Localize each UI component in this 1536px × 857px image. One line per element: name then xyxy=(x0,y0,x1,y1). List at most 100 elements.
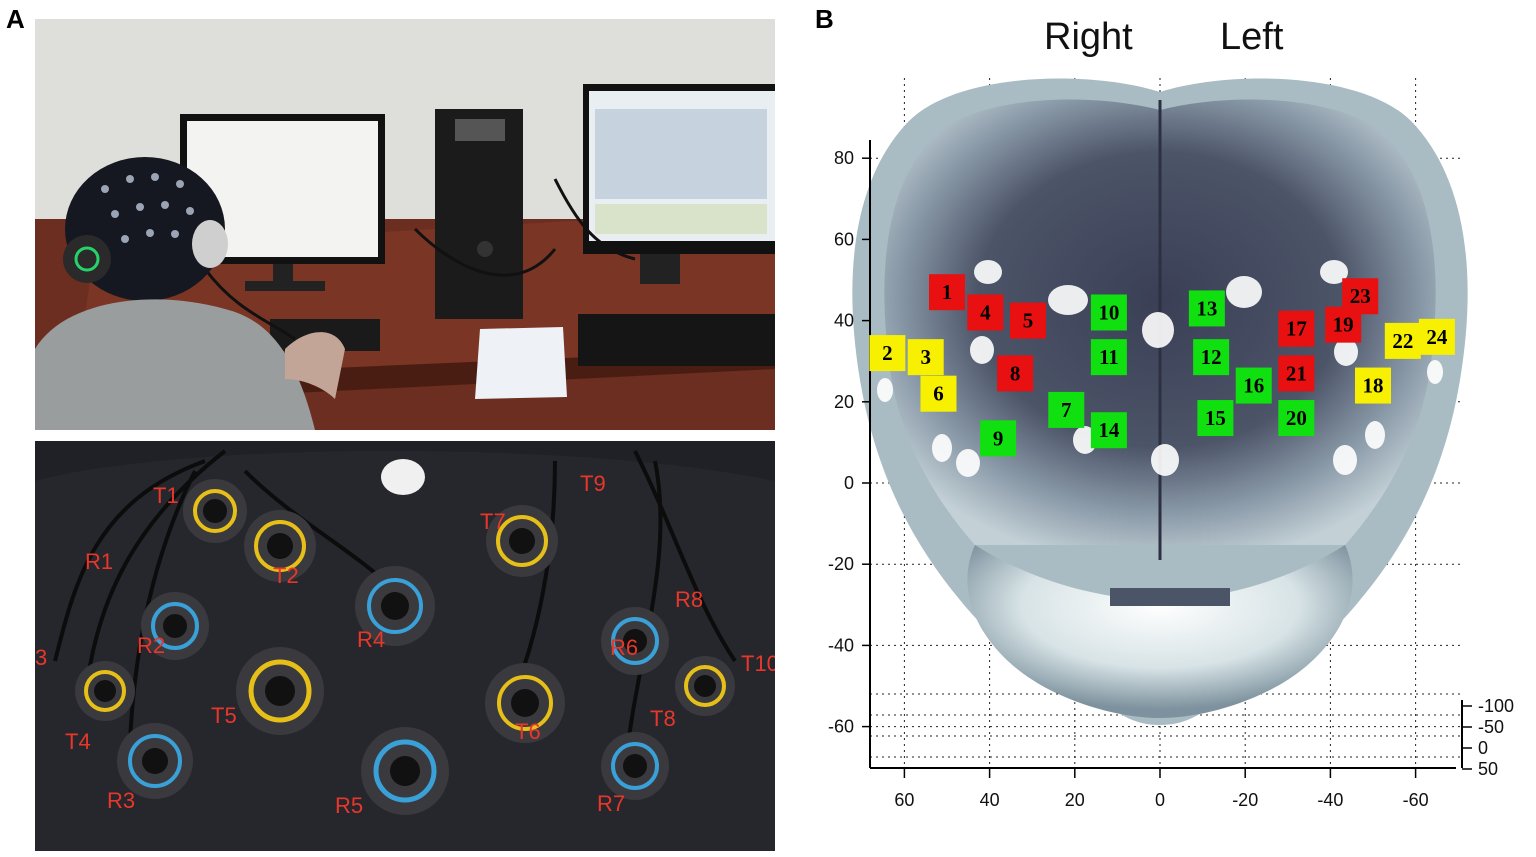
optode-label-t9: T9 xyxy=(580,471,606,496)
optode-group xyxy=(75,479,735,815)
z-tick-label-2: 0 xyxy=(1478,738,1488,758)
channel-label-3: 3 xyxy=(920,345,931,369)
y-tick-label-6: -40 xyxy=(828,635,854,655)
photo-experiment-setup xyxy=(35,19,775,430)
optode-label-t6: T6 xyxy=(515,719,541,744)
channel-label-7: 7 xyxy=(1061,398,1072,422)
channel-label-16: 16 xyxy=(1243,374,1264,398)
x-tick-label-4: -20 xyxy=(1232,790,1258,810)
channel-label-1: 1 xyxy=(942,280,953,304)
channel-label-18: 18 xyxy=(1363,374,1384,398)
channel-22: 22 xyxy=(1384,322,1421,359)
channel-16: 16 xyxy=(1235,367,1272,404)
channel-label-17: 17 xyxy=(1286,317,1307,341)
channel-marker-10 xyxy=(1090,294,1127,331)
channel-7: 7 xyxy=(1048,391,1085,428)
photo-optode-cap: T1 R1 T2 T7 T9 R4 R2 R8 3 R6 T10 T5 T4 T… xyxy=(35,441,775,851)
channel-label-22: 22 xyxy=(1392,329,1413,353)
channel-label-2: 2 xyxy=(882,341,893,365)
channel-23: 23 xyxy=(1342,278,1379,315)
channel-21: 21 xyxy=(1278,355,1315,392)
x-tick-label-2: 20 xyxy=(1065,790,1085,810)
channel-label-5: 5 xyxy=(1023,309,1033,333)
channel-2: 2 xyxy=(869,335,906,372)
channel-map-plot: Right Left xyxy=(800,0,1536,857)
optode-cap-illustration xyxy=(35,441,775,851)
channel-label-8: 8 xyxy=(1010,361,1021,385)
channel-marker-8 xyxy=(997,355,1034,392)
optode-label-r7: R7 xyxy=(597,791,626,816)
channel-24: 24 xyxy=(1418,318,1455,355)
y-tick-label-0: 80 xyxy=(834,148,854,168)
channel-15: 15 xyxy=(1197,400,1234,437)
channel-13: 13 xyxy=(1188,290,1225,327)
channel-label-11: 11 xyxy=(1099,345,1119,369)
channel-12: 12 xyxy=(1193,339,1230,376)
channel-10: 10 xyxy=(1090,294,1127,331)
channel-marker-21 xyxy=(1278,355,1315,392)
setup-illustration xyxy=(35,19,775,430)
channel-5: 5 xyxy=(1009,302,1046,339)
channel-marker-15 xyxy=(1197,400,1234,437)
panel-label-b: B xyxy=(815,4,834,34)
optode-label-r3: R3 xyxy=(107,788,136,813)
z-tick-label-1: -50 xyxy=(1478,717,1504,737)
channel-14: 14 xyxy=(1090,412,1127,449)
channel-marker-3 xyxy=(907,339,944,376)
channel-marker-17 xyxy=(1278,310,1315,347)
channel-label-24: 24 xyxy=(1426,325,1448,349)
channel-marker-23 xyxy=(1342,278,1379,315)
z-tick-label-0: -100 xyxy=(1478,696,1514,716)
optode-label-r4: R4 xyxy=(357,627,386,652)
channel-4: 4 xyxy=(967,294,1004,331)
channel-marker-13 xyxy=(1188,290,1225,327)
channel-marker-9 xyxy=(980,420,1017,457)
channel-label-10: 10 xyxy=(1098,300,1119,324)
optode-label-t1: T1 xyxy=(153,483,179,508)
channel-label-14: 14 xyxy=(1098,418,1120,442)
y-tick-label-5: -20 xyxy=(828,554,854,574)
x-tick-label-5: -40 xyxy=(1317,790,1343,810)
y-tick-label-4: 0 xyxy=(844,473,854,493)
channel-label-19: 19 xyxy=(1333,313,1354,337)
channel-20: 20 xyxy=(1278,400,1315,437)
channel-marker-22 xyxy=(1384,322,1421,359)
channel-label-4: 4 xyxy=(980,300,991,324)
x-tick-label-3: 0 xyxy=(1155,790,1165,810)
optode-label-t8: T8 xyxy=(650,706,676,731)
channel-label-23: 23 xyxy=(1350,284,1371,308)
channel-marker-14 xyxy=(1090,412,1127,449)
x-tick-label-6: -60 xyxy=(1403,790,1429,810)
optode-label-3: 3 xyxy=(35,645,48,670)
optode-label-t10: T10 xyxy=(741,651,775,676)
channel-marker-12 xyxy=(1193,339,1230,376)
channel-17: 17 xyxy=(1278,310,1315,347)
optode-label-t2: T2 xyxy=(273,563,299,588)
channel-9: 9 xyxy=(980,420,1017,457)
channel-label-21: 21 xyxy=(1286,361,1307,385)
optode-label-r2: R2 xyxy=(137,633,166,658)
channel-marker-11 xyxy=(1090,339,1127,376)
optode-label-r5: R5 xyxy=(335,793,364,818)
y-tick-label-1: 60 xyxy=(834,229,854,249)
channel-8: 8 xyxy=(997,355,1034,392)
optode-label-r1: R1 xyxy=(85,549,114,574)
channel-marker-7 xyxy=(1048,391,1085,428)
channel-marker-2 xyxy=(869,335,906,372)
optode-label-t4: T4 xyxy=(65,729,91,754)
channel-label-12: 12 xyxy=(1201,345,1222,369)
hemisphere-label-left: Left xyxy=(1220,16,1284,58)
hemisphere-label-right: Right xyxy=(1044,16,1133,58)
channel-marker-24 xyxy=(1418,318,1455,355)
channel-label-15: 15 xyxy=(1205,406,1226,430)
x-tick-label-1: 40 xyxy=(980,790,1000,810)
optode-label-r8: R8 xyxy=(675,587,704,612)
channel-marker-16 xyxy=(1235,367,1272,404)
channel-1: 1 xyxy=(929,274,965,311)
channel-marker-18 xyxy=(1355,367,1391,404)
y-tick-label-7: -60 xyxy=(828,717,854,737)
channel-3: 3 xyxy=(907,339,944,376)
